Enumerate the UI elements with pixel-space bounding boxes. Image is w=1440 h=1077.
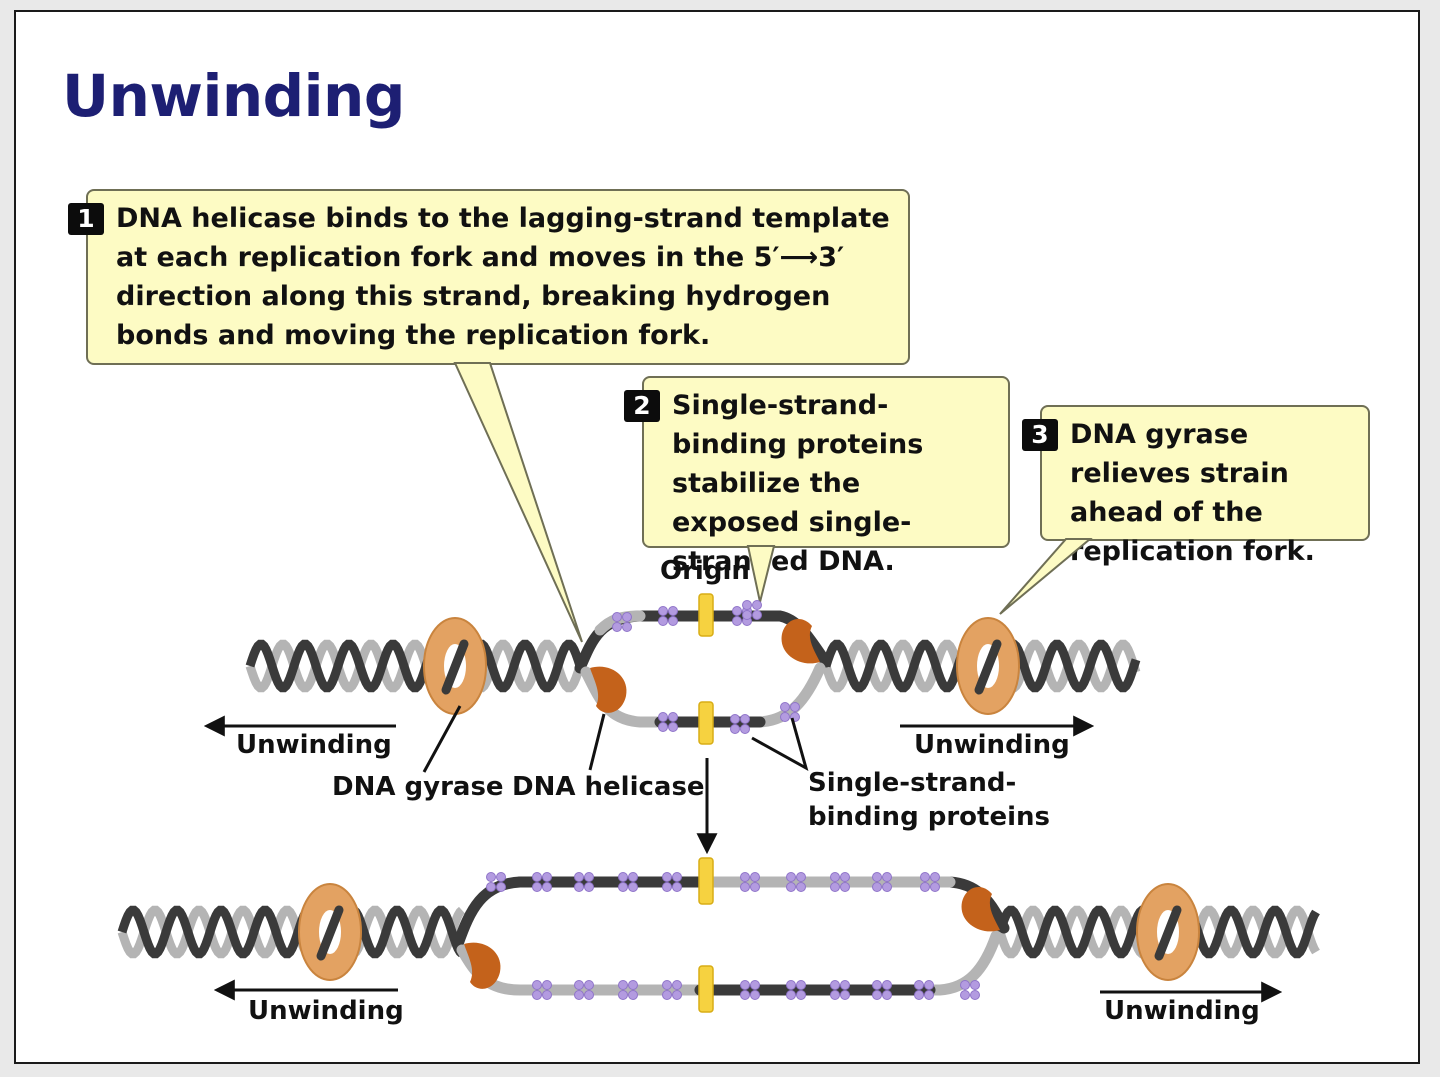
ssb-protein bbox=[618, 980, 638, 1000]
callout-1-pointer bbox=[453, 362, 583, 643]
dna-helicase-2-right bbox=[961, 887, 1000, 932]
ssb-leader-lines bbox=[751, 717, 809, 772]
dna-gyrase-1-left bbox=[423, 617, 487, 715]
ssb-protein bbox=[574, 872, 594, 892]
origin-label: Origin bbox=[660, 556, 750, 586]
helix-2-left bbox=[117, 905, 466, 959]
ssb-protein bbox=[662, 980, 682, 1000]
ssb-protein bbox=[872, 872, 892, 892]
callout-helicase: 1 DNA helicase binds to the lagging-stra… bbox=[68, 189, 910, 365]
dna-gyrase-2-left bbox=[298, 883, 362, 981]
origin-marker-1-top bbox=[698, 593, 714, 637]
callout-3-pointer bbox=[999, 538, 1093, 615]
helix-1-left bbox=[245, 639, 585, 693]
ssb-protein bbox=[742, 600, 762, 620]
dna-helicase-1-right bbox=[781, 619, 820, 664]
dna-helicase-2-left bbox=[464, 942, 501, 989]
callout-ssb-text: Single-strand-binding proteins stabilize… bbox=[672, 390, 924, 577]
helix-dark-strand bbox=[245, 639, 585, 693]
callout-2-pointer bbox=[746, 545, 776, 603]
callout-gyrase: 3 DNA gyrase relieves strain ahead of th… bbox=[1022, 405, 1370, 567]
slide-title: Unwinding bbox=[62, 62, 405, 130]
unwinding-label-1-right: Unwinding bbox=[914, 730, 1070, 760]
callout-gyrase-text: DNA gyrase relieves strain ahead of the … bbox=[1070, 419, 1315, 567]
ssb-protein bbox=[786, 872, 806, 892]
bubble-2-top-strand bbox=[452, 876, 1010, 950]
unwinding-label-2-right: Unwinding bbox=[1104, 996, 1260, 1026]
dna-helicase-label: DNA helicase bbox=[512, 772, 705, 802]
ssb-protein bbox=[486, 872, 506, 892]
ssb-protein bbox=[662, 872, 682, 892]
dna-duplex-1-left bbox=[245, 639, 585, 693]
single-strand-binding-proteins bbox=[486, 600, 980, 1000]
ssb-protein bbox=[740, 980, 760, 1000]
ssb-protein bbox=[740, 872, 760, 892]
ssb-protein bbox=[618, 872, 638, 892]
callout-ssb: 2 Single-strand-binding proteins stabili… bbox=[624, 376, 1010, 577]
ssb-protein bbox=[830, 980, 850, 1000]
dna-gyrase-2-right bbox=[1136, 883, 1200, 981]
ssb-protein bbox=[658, 712, 678, 732]
unwinding-label-1-left: Unwinding bbox=[236, 730, 392, 760]
dna-gyrase-1-right bbox=[956, 617, 1020, 715]
helicase-leader-line bbox=[588, 713, 606, 771]
step-number-1: 1 bbox=[68, 203, 104, 235]
ssb-protein bbox=[532, 872, 552, 892]
ssb-protein bbox=[830, 872, 850, 892]
ssb-label: Single-strand- binding proteins bbox=[808, 766, 1050, 834]
ssb-protein bbox=[612, 612, 632, 632]
ssb-label-line-2: binding proteins bbox=[808, 802, 1050, 832]
gyrase-leader-line bbox=[422, 705, 462, 773]
ssb-protein bbox=[730, 714, 750, 734]
ssb-protein bbox=[780, 702, 800, 722]
dna-gyrase-label: DNA gyrase bbox=[332, 772, 504, 802]
ssb-protein bbox=[872, 980, 892, 1000]
helix-dark-strand bbox=[117, 905, 466, 959]
origin-marker-2-top bbox=[698, 857, 714, 905]
ssb-protein bbox=[960, 980, 980, 1000]
ssb-protein bbox=[920, 872, 940, 892]
helix-light-strand bbox=[117, 905, 466, 959]
ssb-protein bbox=[658, 606, 678, 626]
origin-marker-2-bottom bbox=[698, 965, 714, 1013]
callout-helicase-text: DNA helicase binds to the lagging-strand… bbox=[116, 203, 890, 351]
dna-duplex-2-left bbox=[117, 905, 466, 959]
dna-helicase-1-left bbox=[590, 666, 627, 713]
origin-marker-1-bottom bbox=[698, 701, 714, 745]
step-number-2: 2 bbox=[624, 390, 660, 422]
ssb-protein bbox=[532, 980, 552, 1000]
ssb-protein bbox=[914, 980, 934, 1000]
unwinding-label-2-left: Unwinding bbox=[248, 996, 404, 1026]
helix-light-strand bbox=[245, 639, 585, 693]
step-number-3: 3 bbox=[1022, 419, 1058, 451]
ssb-protein bbox=[786, 980, 806, 1000]
ssb-protein bbox=[574, 980, 594, 1000]
ssb-label-line-1: Single-strand- bbox=[808, 768, 1017, 798]
